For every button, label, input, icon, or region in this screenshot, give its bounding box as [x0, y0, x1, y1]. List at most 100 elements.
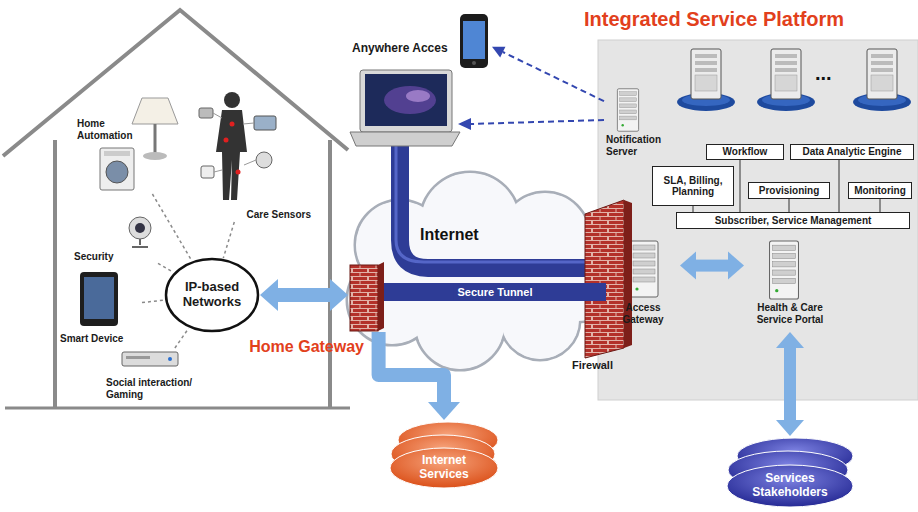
webcam-icon	[129, 217, 151, 247]
process-box: Monitoring	[848, 182, 912, 199]
connector-line	[503, 52, 604, 101]
arrow-head	[776, 332, 804, 348]
home-gateway-wall	[350, 262, 384, 331]
free-label: Internet	[420, 226, 479, 244]
pipe-highlight	[396, 146, 600, 262]
phone	[460, 14, 488, 68]
connector	[158, 263, 174, 272]
node-label: Care Sensors	[247, 209, 311, 221]
text-holder: Monitoring	[854, 185, 906, 197]
notify-line	[470, 120, 604, 124]
text-holder: Smart Device	[60, 333, 123, 345]
node-label: Integrated Service Platform	[584, 8, 844, 31]
connector-line	[784, 348, 796, 420]
rack-icon	[630, 241, 658, 297]
home-automation-icon	[100, 98, 178, 190]
node-label: Internet Services	[404, 454, 484, 482]
text-holder: Provisioning	[759, 185, 820, 197]
connector-line	[278, 288, 330, 302]
rack-icon	[770, 241, 799, 299]
connector	[142, 300, 164, 303]
node-label: Social interaction/ Gaming	[106, 377, 210, 400]
laptop	[350, 70, 460, 146]
text-holder: Notification Server	[606, 134, 676, 157]
console-icon	[122, 352, 178, 366]
server-node: Notification Server	[604, 86, 676, 162]
server-node: Access Gateway	[606, 238, 680, 330]
gateway-node: Home Gateway	[348, 262, 384, 332]
text-holder: Home Gateway	[249, 338, 364, 356]
text-holder: Health & Care Service Portal	[746, 302, 834, 325]
service-cloud: Internet Services	[388, 420, 500, 490]
node-label: Firewall	[572, 359, 613, 372]
connector-line	[740, 160, 741, 212]
text-holder: SLA, Billing, Planning	[656, 175, 730, 198]
connector	[789, 199, 790, 212]
stakeholder-cloud: Services Stakeholders	[725, 436, 855, 508]
arrow-head	[776, 420, 804, 436]
arrow-head	[680, 252, 696, 280]
node-label: Notification Server	[606, 134, 676, 157]
connector	[680, 252, 744, 280]
connector	[152, 194, 191, 261]
process-box: Workflow	[706, 144, 784, 160]
text-holder: Firewall	[572, 359, 613, 372]
connector-line	[142, 300, 164, 303]
firewall-node: Firewall	[572, 198, 634, 372]
connector	[492, 47, 604, 102]
device-node: Security	[72, 212, 158, 264]
arrow-head	[428, 402, 460, 420]
connector	[379, 332, 460, 420]
rack-icon	[617, 89, 638, 131]
connector-line	[696, 260, 728, 272]
connector-line	[175, 328, 189, 348]
connector-line	[789, 199, 790, 212]
connector-line	[384, 283, 606, 301]
connector	[740, 160, 741, 212]
node-label: Subscriber, Service Management	[715, 215, 872, 227]
node-label: Home Gateway	[249, 338, 364, 356]
node-label: Services Stakeholders	[745, 472, 835, 500]
access-device: Anywhere Acces	[350, 12, 492, 70]
text-holder: Security	[74, 251, 113, 263]
connector	[880, 199, 881, 212]
text-holder: Services Stakeholders	[725, 466, 855, 506]
node-label: Security	[74, 251, 113, 263]
care-sensors-icon	[199, 92, 276, 200]
text-holder: Care Sensors	[247, 209, 311, 221]
text-holder: Home Automation	[77, 118, 141, 141]
edge-label: Secure Tunnel	[454, 284, 537, 300]
arrow-head	[458, 118, 471, 130]
connector-line	[839, 160, 840, 212]
connector	[776, 332, 804, 436]
tablet-icon	[80, 272, 118, 326]
process-box: Provisioning	[748, 182, 830, 199]
server-icon	[757, 49, 815, 111]
node-label: Workflow	[723, 146, 768, 158]
firewall-wall	[585, 200, 632, 358]
arrow-head	[492, 47, 505, 58]
service-platform: Integrated Service PlatformNotification …	[598, 6, 918, 400]
connector-line	[158, 263, 174, 272]
server-icon	[677, 49, 735, 111]
connector	[260, 279, 348, 311]
node-label: Health & Care Service Portal	[746, 302, 834, 325]
device-node: Care Sensors	[195, 86, 315, 222]
text-holder: IP-based Networks	[176, 280, 248, 310]
device-node: Home Automation	[75, 118, 185, 194]
free-label: ...	[815, 62, 832, 85]
node-label: SLA, Billing, Planning	[656, 175, 730, 198]
device-node: Smart Device	[60, 268, 142, 346]
text-holder: Access Gateway	[606, 302, 680, 325]
node-label: Provisioning	[759, 185, 820, 197]
connector	[175, 328, 189, 348]
text-holder: Subscriber, Service Management	[715, 215, 872, 227]
text-holder: Anywhere Acces	[352, 42, 448, 56]
text-holder: Social interaction/ Gaming	[106, 377, 210, 400]
connector	[223, 222, 234, 258]
text-holder: Integrated Service Platform	[584, 8, 844, 31]
connector	[839, 160, 840, 212]
platform-panel	[598, 40, 918, 400]
process-box: Subscriber, Service Management	[676, 212, 910, 229]
